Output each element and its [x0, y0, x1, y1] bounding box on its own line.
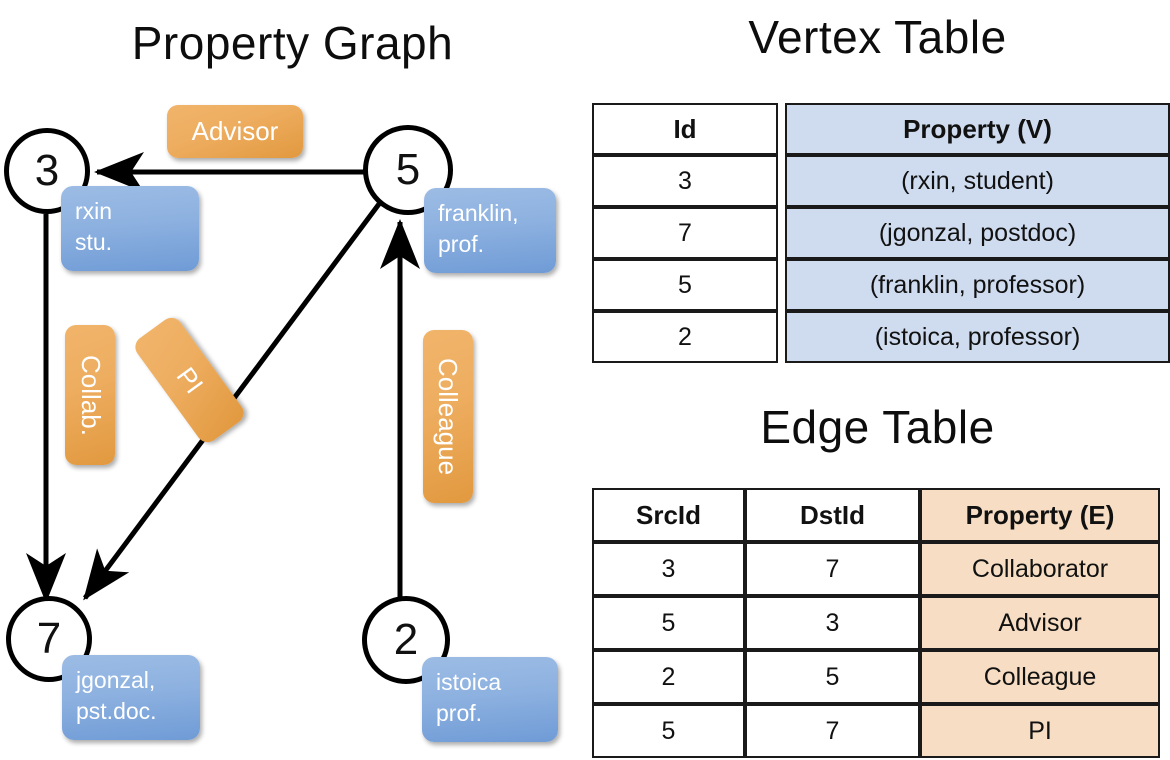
vertex-node-5-label: 5: [395, 145, 421, 194]
column-gap: [778, 103, 785, 155]
vertex-row-2-property: (franklin, professor): [785, 259, 1170, 311]
vertex-property-5-line1: franklin,: [438, 200, 519, 226]
column-gap: [778, 311, 785, 363]
edge-table-header-srcid: SrcId: [592, 488, 745, 542]
edge-table: SrcId DstId Property (E) 3 7 Collaborato…: [592, 488, 1160, 758]
edge-table-header-dstid: DstId: [745, 488, 920, 542]
column-gap: [778, 155, 785, 207]
vertex-row-1-property: (jgonzal, postdoc): [785, 207, 1170, 259]
vertex-node-5[interactable]: 5: [363, 125, 453, 215]
vertex-property-box-2: istoica prof.: [422, 657, 558, 742]
property-graph-diagram: 3 5 7 2 rxin stu. franklin, prof. jgonza…: [4, 105, 558, 742]
edge-label-colleague-text: Colleague: [433, 357, 464, 476]
vertex-table-header-id: Id: [592, 103, 778, 155]
table-header-row: SrcId DstId Property (E): [592, 488, 1160, 542]
table-row: 3 7 Collaborator: [592, 542, 1160, 596]
edge-row-0-dst: 7: [745, 542, 920, 596]
edge-label-collab-text: Collab.: [75, 354, 106, 436]
edge-table-header-property: Property (E): [920, 488, 1160, 542]
vertex-row-1-id: 7: [592, 207, 778, 259]
vertex-property-5-line2: prof.: [438, 231, 485, 258]
edge-row-0-property: Collaborator: [920, 542, 1160, 596]
vertex-table-header-property: Property (V): [785, 103, 1170, 155]
vertex-property-box-7: jgonzal, pst.doc.: [62, 655, 200, 740]
page-title-vertex-table: Vertex Table: [748, 11, 1007, 63]
vertex-property-2-line2: prof.: [436, 700, 483, 727]
table-row: 5 7 PI: [592, 704, 1160, 758]
vertex-node-2[interactable]: 2: [362, 596, 450, 684]
vertex-row-2-id: 5: [592, 259, 778, 311]
vertex-node-7-label: 7: [36, 614, 62, 663]
edge-row-0-src: 3: [592, 542, 745, 596]
vertex-property-box-5: franklin, prof.: [424, 188, 556, 273]
page-title-property-graph: Property Graph: [131, 17, 454, 69]
edge-row-2-property: Colleague: [920, 650, 1160, 704]
edge-label-advisor-text: Advisor: [191, 116, 279, 146]
vertex-property-box-3: rxin stu.: [61, 186, 199, 271]
edge-label-collab: Collab.: [65, 325, 115, 465]
edge-row-1-dst: 3: [745, 596, 920, 650]
column-gap: [778, 259, 785, 311]
vertex-row-0-property: (rxin, student): [785, 155, 1170, 207]
table-header-row: Id Property (V): [592, 103, 1170, 155]
edge-row-1-property: Advisor: [920, 596, 1160, 650]
table-row: 5 3 Advisor: [592, 596, 1160, 650]
vertex-node-3-label: 3: [34, 146, 60, 195]
edge-label-advisor: Advisor: [167, 105, 303, 158]
edge-row-3-dst: 7: [745, 704, 920, 758]
vertex-property-7-line2: pst.doc.: [76, 698, 157, 725]
vertex-table: Id Property (V) 3 (rxin, student) 7 (jgo…: [592, 103, 1170, 363]
edge-label-colleague: Colleague: [423, 330, 473, 503]
vertex-property-7-line1: jgonzal,: [76, 667, 156, 693]
edge-row-1-src: 5: [592, 596, 745, 650]
table-row: 5 (franklin, professor): [592, 259, 1170, 311]
vertex-row-3-property: (istoica, professor): [785, 311, 1170, 363]
edge-row-2-dst: 5: [745, 650, 920, 704]
edge-label-pi-text: PI: [170, 360, 210, 399]
table-row: 3 (rxin, student): [592, 155, 1170, 207]
vertex-row-0-id: 3: [592, 155, 778, 207]
edge-row-3-src: 5: [592, 704, 745, 758]
vertex-property-2-line1: istoica: [436, 669, 502, 695]
page-title-edge-table: Edge Table: [760, 401, 995, 453]
edge-row-3-property: PI: [920, 704, 1160, 758]
vertex-property-3-line1: rxin: [75, 198, 113, 224]
table-row: 2 5 Colleague: [592, 650, 1160, 704]
vertex-node-2-label: 2: [393, 615, 419, 664]
vertex-row-3-id: 2: [592, 311, 778, 363]
vertex-property-3-line2: stu.: [75, 229, 113, 256]
edge-row-2-src: 2: [592, 650, 745, 704]
column-gap: [778, 207, 785, 259]
table-row: 2 (istoica, professor): [592, 311, 1170, 363]
table-row: 7 (jgonzal, postdoc): [592, 207, 1170, 259]
